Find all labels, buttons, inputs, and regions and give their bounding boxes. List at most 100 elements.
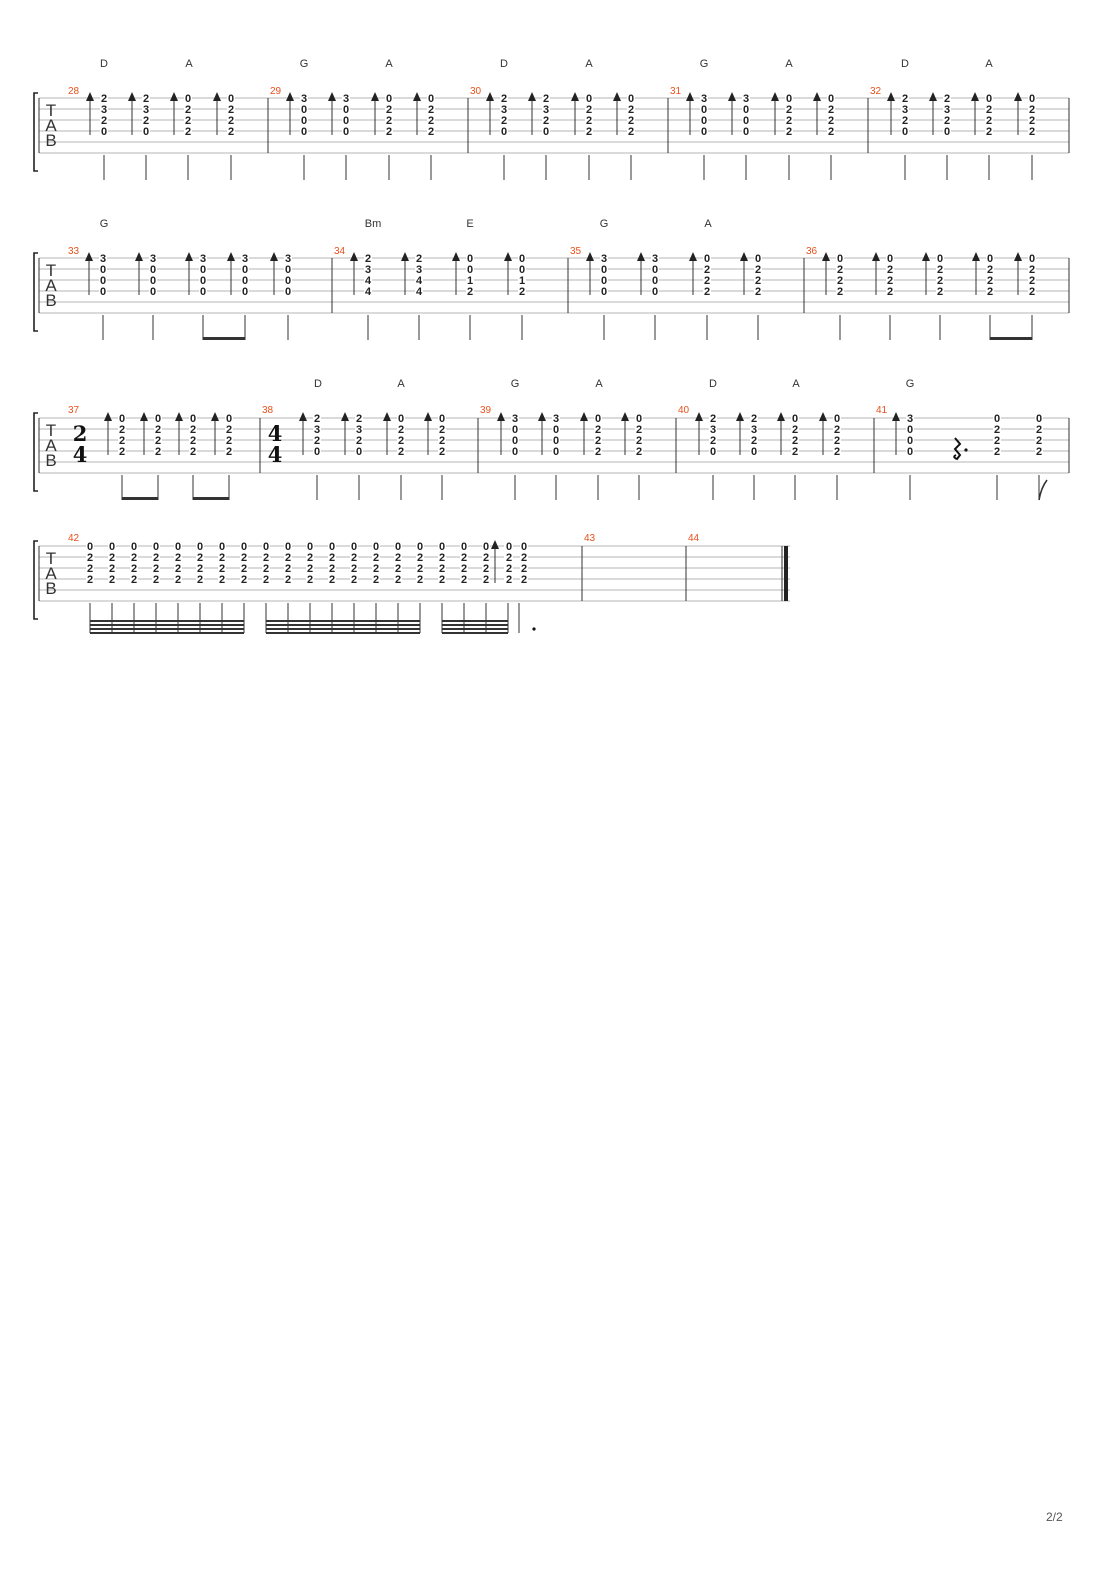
fret-number: 2 (428, 126, 434, 138)
eighth-beam (203, 337, 245, 340)
fret-number: 2 (636, 446, 642, 458)
thirty-second-beam (266, 624, 420, 626)
fret-number: 0 (512, 435, 518, 447)
measure-number: 33 (68, 246, 80, 257)
fret-number: 2 (704, 286, 710, 298)
tab-clef-letter: T (46, 261, 56, 280)
final-barline-thick (784, 546, 788, 601)
fret-number: 0 (153, 541, 159, 553)
measure-number: 39 (480, 405, 492, 416)
fret-backdrop (385, 126, 393, 136)
fret-backdrop (518, 286, 526, 296)
fret-backdrop (986, 253, 994, 263)
fret-backdrop (397, 413, 405, 423)
fret-number: 3 (553, 413, 559, 425)
chord-name: A (595, 378, 603, 390)
fret-number: 2 (521, 574, 527, 586)
thirty-second-beam (266, 620, 420, 622)
fret-number: 2 (483, 563, 489, 575)
fret-number: 2 (101, 115, 107, 127)
strum-up-arrow-icon (929, 92, 937, 101)
fret-number: 0 (944, 126, 950, 138)
fret-number: 0 (553, 435, 559, 447)
fret-backdrop (627, 126, 635, 136)
fret-number: 2 (197, 552, 203, 564)
fret-backdrop (306, 552, 314, 562)
fret-number: 2 (994, 424, 1000, 436)
fret-backdrop (754, 286, 762, 296)
fret-number: 0 (887, 253, 893, 265)
fret-number: 0 (652, 264, 658, 276)
fret-backdrop (585, 115, 593, 125)
fret-backdrop (342, 126, 350, 136)
tab-clef-letter: A (45, 436, 57, 455)
fret-number: 2 (543, 93, 549, 105)
fret-backdrop (886, 275, 894, 285)
fret-backdrop (943, 93, 951, 103)
fret-number: 2 (241, 552, 247, 564)
strum-up-arrow-icon (175, 412, 183, 421)
fret-number: 0 (506, 541, 512, 553)
strum-up-arrow-icon (135, 252, 143, 261)
fret-number: 2 (792, 435, 798, 447)
fret-number: 2 (519, 286, 525, 298)
duration-dot (532, 627, 536, 631)
fret-backdrop (627, 93, 635, 103)
fret-backdrop (154, 446, 162, 456)
fret-number: 2 (87, 574, 93, 586)
fret-backdrop (300, 126, 308, 136)
fret-number: 0 (242, 264, 248, 276)
fret-backdrop (262, 563, 270, 573)
fret-backdrop (985, 93, 993, 103)
fret-number: 2 (109, 574, 115, 586)
fret-number: 2 (428, 104, 434, 116)
fret-number: 0 (987, 253, 993, 265)
strum-up-arrow-icon (350, 252, 358, 261)
fret-backdrop (1035, 435, 1043, 445)
fret-backdrop (1028, 93, 1036, 103)
fret-backdrop (284, 253, 292, 263)
fret-backdrop (415, 253, 423, 263)
fret-number: 2 (944, 93, 950, 105)
fret-number: 2 (351, 574, 357, 586)
fret-number: 2 (314, 413, 320, 425)
fret-backdrop (703, 275, 711, 285)
fret-backdrop (184, 104, 192, 114)
fret-backdrop (86, 541, 94, 551)
fret-backdrop (415, 286, 423, 296)
chord-name: D (314, 378, 322, 390)
fret-number: 0 (285, 264, 291, 276)
fret-number: 2 (834, 424, 840, 436)
fret-backdrop (100, 115, 108, 125)
fret-number: 2 (228, 126, 234, 138)
fret-backdrop (199, 286, 207, 296)
fret-number: 2 (792, 446, 798, 458)
system-bracket (33, 92, 38, 172)
fret-backdrop (149, 275, 157, 285)
chord-name: D (100, 58, 108, 70)
fret-backdrop (174, 563, 182, 573)
fret-number: 2 (439, 574, 445, 586)
fret-backdrop (505, 541, 513, 551)
fret-backdrop (118, 446, 126, 456)
fret-number: 2 (307, 552, 313, 564)
fret-number: 0 (467, 253, 473, 265)
fret-backdrop (372, 574, 380, 584)
fret-number: 2 (1029, 275, 1035, 287)
system-bracket (33, 412, 38, 492)
